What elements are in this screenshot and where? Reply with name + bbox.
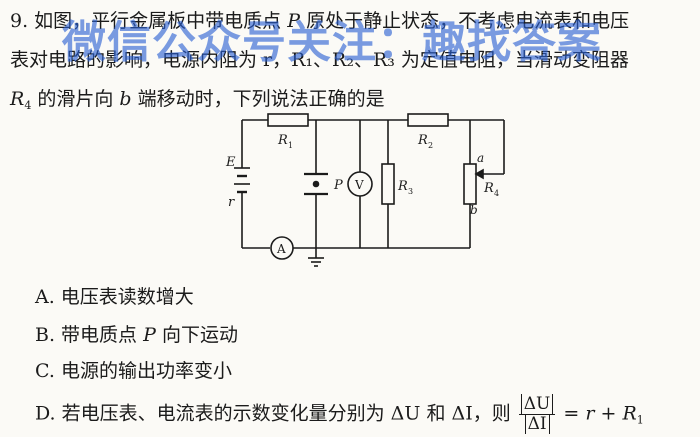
circuit-diagram: E r R 1 R 2 R 3 R 4 P V A a b (225, 113, 505, 267)
resistor-r2 (407, 113, 449, 127)
label-p: P (333, 178, 343, 193)
fraction-numerator: ΔU (518, 394, 556, 415)
question-line-2: 表对电路的影响，电源内阻为 r，R₁、R₂、R₃ 为定值电阻，当滑动变阻器 (10, 45, 629, 72)
question-line-3-suffix: 端移动时，下列说法正确的是 (137, 88, 385, 110)
r4-subscript: 4 (24, 99, 32, 112)
delta-u: ΔU (520, 394, 554, 414)
option-b-suffix: 向下运动 (161, 324, 238, 346)
label-r2-sub: 2 (428, 141, 433, 150)
option-d-fraction: ΔU ΔI (518, 394, 556, 434)
question-line-1: 9. 如图，平行金属板中带电质点 P 原处于静止状态，不考虑电流表和电压 (10, 6, 629, 33)
particle-dot (312, 180, 320, 188)
option-d[interactable]: D. 若电压表、电流表的示数变化量分别为 ΔU 和 ΔI，则 ΔU ΔI = r… (35, 394, 644, 434)
label-r1-top-sub: 1 (288, 141, 293, 150)
r4-symbol: R (10, 88, 25, 110)
option-a-text: A. 电压表读数增大 (35, 286, 194, 308)
option-d-prefix: D. 若电压表、电流表的示数变化量分别为 ΔU 和 ΔI，则 (35, 402, 511, 425)
label-r3: R (397, 179, 408, 194)
label-r1-top: R (277, 133, 288, 148)
question-line-1-prefix: 9. 如图，平行金属板中带电质点 (10, 10, 282, 32)
label-r2: R (417, 133, 428, 148)
option-d-suffix-sub: 1 (636, 413, 644, 427)
option-c[interactable]: C. 电源的输出功率变小 (35, 356, 232, 383)
option-a[interactable]: A. 电压表读数增大 (35, 282, 194, 309)
label-b-end: b (470, 203, 478, 217)
option-b[interactable]: B. 带电质点 P 向下运动 (35, 320, 238, 347)
rheostat-r4 (463, 163, 477, 205)
fraction-denominator: ΔI (519, 414, 556, 434)
question-line-1-suffix: 原处于静止状态，不考虑电流表和电压 (306, 10, 630, 32)
label-e: E (225, 155, 236, 170)
label-v: V (354, 178, 364, 192)
particle-p: P (287, 10, 301, 32)
resistor-r3 (381, 163, 395, 205)
question-line-3-mid: 的滑片向 (37, 88, 114, 110)
delta-i: ΔI (524, 414, 550, 434)
label-r4: R (483, 181, 494, 196)
slider-arrow (474, 168, 484, 180)
question-line-2-text: 表对电路的影响，电源内阻为 r，R₁、R₂、R₃ 为定值电阻，当滑动变阻器 (10, 49, 629, 71)
option-b-p: P (143, 324, 156, 346)
label-r-internal: r (228, 195, 235, 210)
option-c-text: C. 电源的输出功率变小 (35, 360, 232, 382)
option-d-suffix: = r + R (563, 402, 637, 425)
end-b: b (119, 88, 132, 110)
label-r4-sub: 4 (494, 189, 499, 198)
resistor-r1-top (267, 113, 309, 127)
question-line-3: R4 的滑片向 b 端移动时，下列说法正确的是 (10, 84, 385, 112)
label-r3-sub: 3 (408, 187, 413, 196)
option-b-prefix: B. 带电质点 (35, 324, 138, 346)
label-a-end: a (477, 151, 484, 165)
label-a: A (276, 242, 286, 256)
